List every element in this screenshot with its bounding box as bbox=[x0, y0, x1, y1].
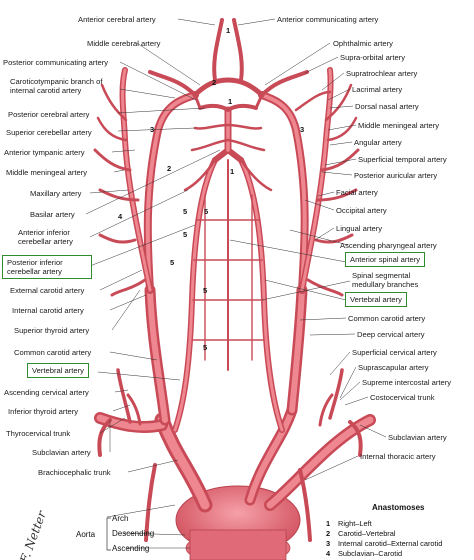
anastomosis-number: 5 bbox=[170, 258, 175, 267]
arteries bbox=[93, 18, 376, 542]
label-dorsal-nasal-artery: Dorsal nasal artery bbox=[355, 102, 419, 111]
label-suprascapular-artery: Suprascapular artery bbox=[358, 363, 429, 372]
aorta-ascending-label: Ascending bbox=[112, 544, 150, 553]
label-posterior-auricular-artery: Posterior auricular artery bbox=[354, 171, 438, 180]
label-common-carotid-artery-left: Common carotid artery bbox=[14, 348, 92, 357]
label-internal-thoracic-artery: Internal thoracic artery bbox=[360, 452, 436, 461]
label-anterior-tympanic-artery: Anterior tympanic artery bbox=[4, 148, 85, 157]
aorta-bracket bbox=[106, 517, 111, 551]
label-lingual-artery: Lingual artery bbox=[336, 224, 383, 233]
label-middle-meningeal-artery-left: Middle meningeal artery bbox=[6, 168, 88, 177]
aorta-label: Aorta bbox=[76, 530, 96, 539]
anastomosis-number: 1 bbox=[228, 97, 233, 106]
label-anterior-spinal-artery: Anterior spinal artery bbox=[345, 252, 426, 267]
label-internal-carotid-artery: Internal carotid artery bbox=[12, 306, 84, 315]
label-superior-thyroid-artery: Superior thyroid artery bbox=[14, 326, 90, 335]
anastomoses-legend-title: Anastomoses bbox=[372, 503, 425, 512]
anastomosis-number: 3 bbox=[300, 125, 305, 134]
label-supra-orbital-artery: Supra-orbital artery bbox=[340, 53, 405, 62]
label-supratrochlear-artery: Supratrochlear artery bbox=[346, 69, 418, 78]
label-inferior-thyroid-artery: Inferior thyroid artery bbox=[8, 407, 79, 416]
label-thyrocervical-trunk: Thyrocervical trunk bbox=[6, 429, 71, 438]
label-posterior-cerebral-artery: Posterior cerebral artery bbox=[8, 110, 90, 119]
label-deep-cervical-artery: Deep cervical artery bbox=[357, 330, 425, 339]
label-common-carotid-artery-right: Common carotid artery bbox=[348, 314, 426, 323]
label-posterior-inferior-cerebellar-artery: Posterior inferior cerebellar artery bbox=[2, 255, 92, 279]
label-anterior-communicating-artery: Anterior communicating artery bbox=[277, 15, 379, 24]
leader-lines bbox=[85, 18, 387, 549]
label-middle-meningeal-artery-right: Middle meningeal artery bbox=[358, 121, 440, 130]
aorta-arch-label: Arch bbox=[112, 514, 129, 523]
anastomosis-number: 5 bbox=[204, 207, 209, 216]
anastomosis-number: 1 bbox=[230, 167, 235, 176]
label-lacrimal-artery: Lacrimal artery bbox=[352, 85, 403, 94]
anastomosis-number: 5 bbox=[203, 343, 208, 352]
aorta-descending-label: Descending bbox=[112, 529, 155, 538]
label-costocervical-trunk: Costocervical trunk bbox=[370, 393, 435, 402]
label-brachiocephalic-trunk: Brachiocephalic trunk bbox=[38, 468, 111, 477]
label-spinal-segmental-medullary-branches: Spinal segmental medullary branches bbox=[352, 271, 419, 289]
label-superficial-temporal-artery: Superficial temporal artery bbox=[358, 155, 447, 164]
anastomosis-number: 5 bbox=[183, 207, 188, 216]
anastomosis-number: 2 bbox=[212, 78, 217, 87]
label-middle-cerebral-artery: Middle cerebral artery bbox=[87, 39, 161, 48]
anastomosis-number: 5 bbox=[183, 230, 188, 239]
anastomosis-number: 2 bbox=[167, 164, 172, 173]
label-ophthalmic-artery: Ophthalmic artery bbox=[333, 39, 393, 48]
label-anterior-inferior-cerebellar-artery: Anterior inferior cerebellar artery bbox=[18, 228, 73, 246]
anastomosis-number: 5 bbox=[203, 286, 208, 295]
label-vertebral-artery-left: Vertebral artery bbox=[27, 363, 89, 378]
label-occipital-artery: Occipital artery bbox=[336, 206, 387, 215]
label-supreme-intercostal-artery: Supreme intercostal artery bbox=[362, 378, 452, 387]
label-caroticotympanic-branch: Caroticotympanic branch of internal caro… bbox=[10, 77, 103, 95]
anastomosis-number: 1 bbox=[226, 26, 231, 35]
label-basilar-artery: Basilar artery bbox=[30, 210, 75, 219]
label-ascending-cervical-artery: Ascending cervical artery bbox=[4, 388, 89, 397]
label-angular-artery: Angular artery bbox=[354, 138, 402, 147]
label-superficial-cervical-artery: Superficial cervical artery bbox=[352, 348, 437, 357]
label-facial-artery: Facial artery bbox=[336, 188, 378, 197]
label-ascending-pharyngeal-artery: Ascending pharyngeal artery bbox=[340, 241, 437, 250]
label-posterior-communicating-artery: Posterior communicating artery bbox=[3, 58, 109, 67]
label-subclavian-artery-left: Subclavian artery bbox=[32, 448, 91, 457]
anastomosis-number: 3 bbox=[150, 125, 155, 134]
label-anterior-cerebral-artery: Anterior cerebral artery bbox=[78, 15, 156, 24]
label-external-carotid-artery: External carotid artery bbox=[10, 286, 85, 295]
label-subclavian-artery-right: Subclavian artery bbox=[388, 433, 447, 442]
label-vertebral-artery-right: Vertebral artery bbox=[345, 292, 407, 307]
label-maxillary-artery: Maxillary artery bbox=[30, 189, 82, 198]
label-superior-cerebellar-artery: Superior cerebellar artery bbox=[6, 128, 92, 137]
anastomosis-number: 4 bbox=[118, 212, 123, 221]
